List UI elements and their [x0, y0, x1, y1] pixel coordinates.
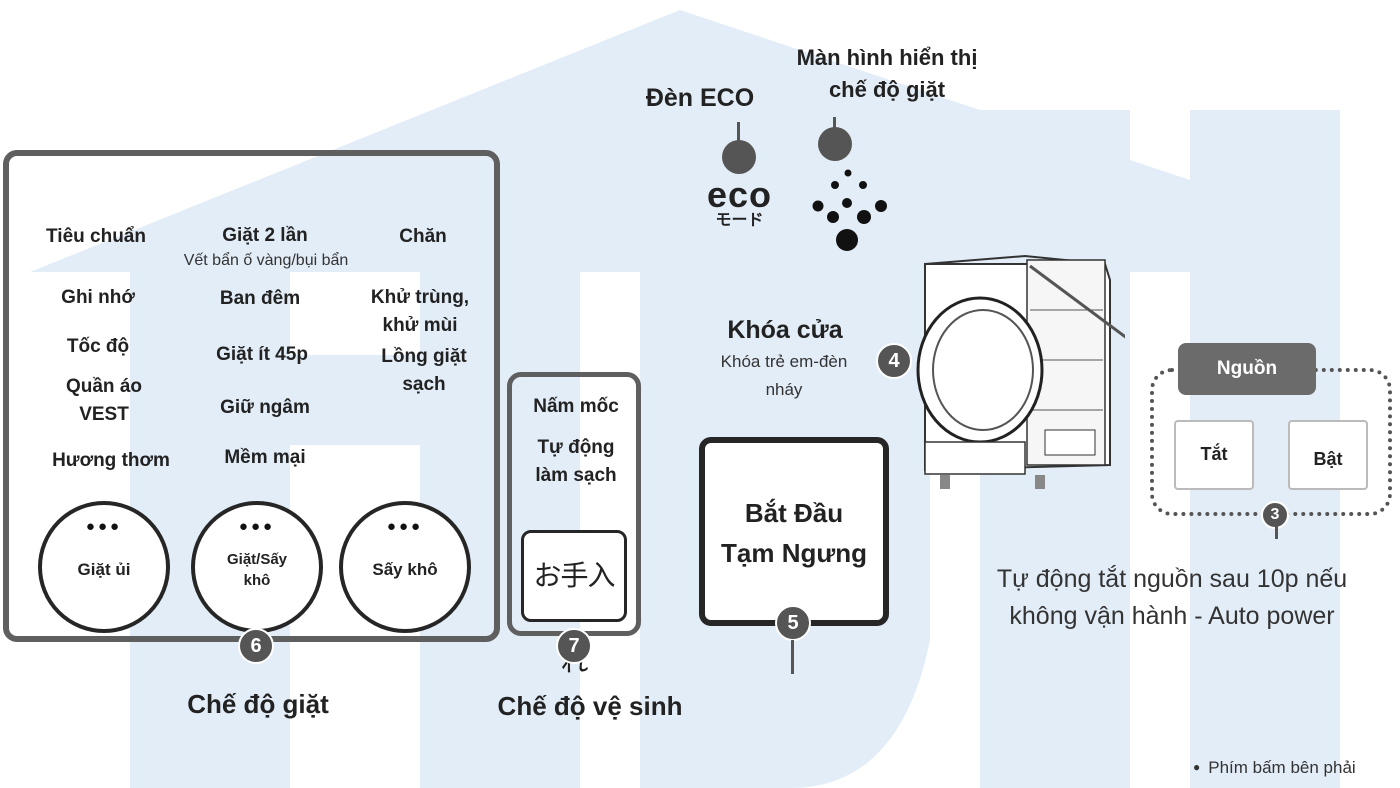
mode-soft[interactable]: Mềm mại: [224, 447, 306, 468]
washing-machine-illustration: [916, 254, 1125, 489]
mode-double-wash-desc: Vết bẩn ố vàng/bụi bẩn: [183, 252, 349, 269]
mode-auto-clean[interactable]: Tự động làm sạch: [535, 437, 617, 486]
care-button-label: お手入れ: [533, 560, 615, 677]
mode-drum-clean[interactable]: Lồng giặt sạch: [381, 346, 467, 395]
mode-memory[interactable]: Ghi nhớ: [61, 287, 135, 308]
start-stem: [791, 640, 794, 674]
footnote-text: Phím bấm bên phải: [1208, 758, 1356, 777]
marker-7: 7: [556, 628, 592, 664]
mode-double-wash[interactable]: Giặt 2 lần: [222, 225, 308, 246]
pause-label: Tạm Ngưng: [721, 538, 867, 568]
mode-fragrance[interactable]: Hương thơm: [52, 450, 170, 471]
dry-label: Sấy khô: [372, 560, 438, 579]
eco-logo-sub: モード: [715, 212, 764, 229]
eco-label: Đèn ECO: [645, 84, 755, 112]
eco-marker: [722, 140, 756, 174]
eco-stem: [737, 122, 740, 144]
mode-vest[interactable]: Quần áo VEST: [65, 376, 142, 425]
eco-logo-text: eco: [706, 174, 773, 215]
display-marker: [818, 127, 852, 161]
dry-button[interactable]: ●●● Sấy khô: [339, 501, 471, 633]
mode-standard[interactable]: Tiêu chuẩn: [46, 226, 146, 247]
power-stem: [1275, 525, 1278, 539]
start-pause-button[interactable]: Bắt Đầu Tạm Ngưng: [699, 437, 889, 626]
power-label-text: Nguồn: [1216, 358, 1278, 379]
indicator-dots: ●●●: [238, 518, 276, 535]
indicator-dots: ●●●: [386, 518, 424, 535]
start-label: Bắt Đầu: [744, 498, 844, 528]
footnote: ● Phím bấm bên phải: [1193, 758, 1356, 778]
door-lock-title: Khóa cửa: [727, 316, 843, 344]
power-on-button[interactable]: Bật: [1288, 420, 1368, 490]
display-label-2: chế độ giặt: [828, 77, 946, 102]
power-label: Nguồn: [1178, 343, 1316, 395]
marker-4: 4: [876, 343, 912, 379]
clean-mode-caption: Chế độ vệ sinh: [497, 691, 683, 721]
mode-mold[interactable]: Nấm mốc: [533, 396, 619, 417]
power-note-2: không vận hành - Auto power: [1009, 602, 1335, 630]
mode-blanket[interactable]: Chăn: [399, 226, 447, 247]
wash-dry-button[interactable]: ●●● Giặt/Sấy khô: [191, 501, 323, 633]
marker-5: 5: [775, 605, 811, 641]
wash-mode-display-icon: [812, 169, 887, 251]
bullet-icon: ●: [1193, 760, 1201, 774]
marker-6: 6: [238, 628, 274, 664]
wash-iron-button[interactable]: ●●● Giặt ủi: [38, 501, 170, 633]
mode-night[interactable]: Ban đêm: [219, 288, 301, 309]
mode-light-45[interactable]: Giặt ít 45p: [216, 344, 308, 365]
wash-mode-caption: Chế độ giặt: [187, 689, 329, 719]
eco-mode-icon: eco モード: [697, 174, 782, 230]
mode-speed[interactable]: Tốc độ: [66, 336, 130, 357]
mode-sanitize[interactable]: Khử trùng, khử mùi: [370, 287, 470, 336]
door-lock-desc-1: Khóa trẻ em-đèn: [720, 352, 848, 371]
power-note-1: Tự động tắt nguồn sau 10p nếu: [996, 565, 1348, 593]
wash-dry-label: Giặt/Sấy khô: [226, 551, 288, 589]
power-on-label: Bật: [1313, 449, 1343, 469]
door-lock-desc-2: nháy: [765, 380, 803, 399]
mode-soak[interactable]: Giữ ngâm: [220, 397, 310, 418]
wash-iron-label: Giặt ủi: [77, 560, 131, 579]
power-off-label: Tắt: [1200, 444, 1228, 464]
display-label-1: Màn hình hiển thị: [796, 45, 978, 70]
care-button[interactable]: お手入れ: [521, 530, 627, 677]
power-off-button[interactable]: Tắt: [1174, 420, 1254, 490]
indicator-dots: ●●●: [85, 518, 123, 535]
